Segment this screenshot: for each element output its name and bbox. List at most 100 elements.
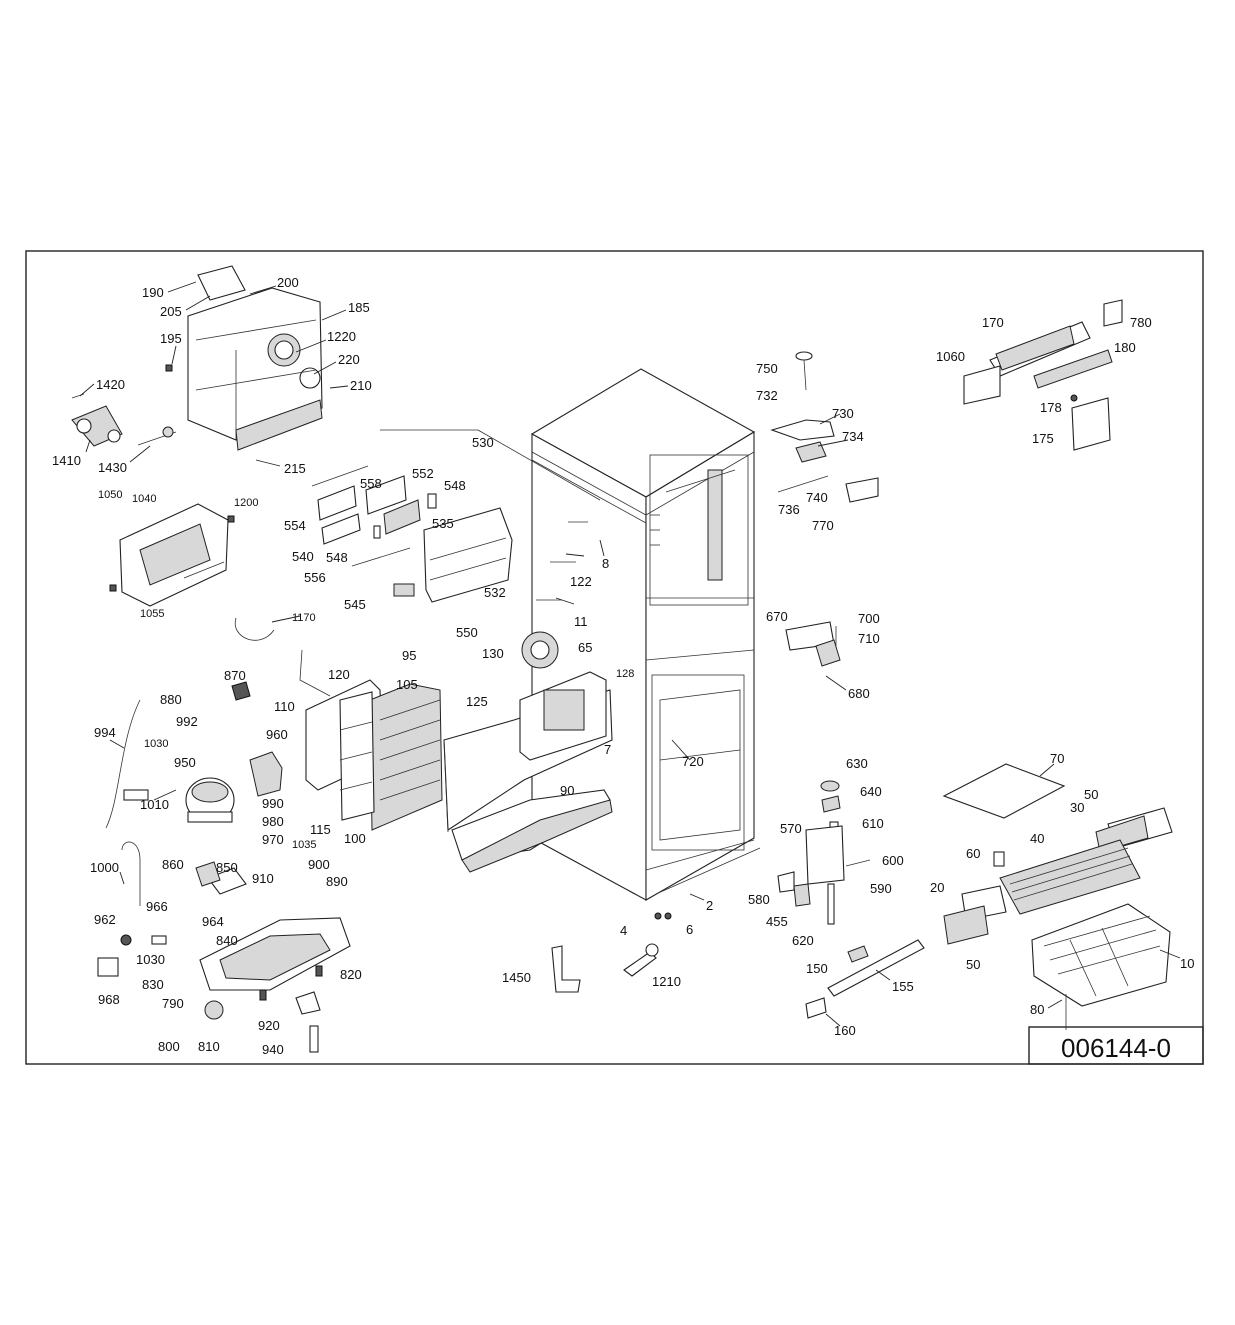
part-label: 740 — [806, 490, 828, 505]
drain-heater — [97, 841, 141, 977]
part-label: 554 — [284, 518, 306, 533]
part-label: 556 — [304, 570, 326, 585]
part-label: 558 — [360, 476, 382, 491]
part-label: 750 — [756, 361, 778, 376]
part-label: 1000 — [90, 860, 119, 875]
tools — [551, 847, 761, 993]
bottom-hinge-assembly — [777, 780, 871, 925]
part-label: 810 — [198, 1039, 220, 1054]
part-label: 570 — [780, 821, 802, 836]
part-label: 700 — [858, 611, 880, 626]
part-label: 830 — [142, 977, 164, 992]
part-label: 150 — [806, 961, 828, 976]
part-label: 1035 — [292, 839, 316, 851]
part-label: 800 — [158, 1039, 180, 1054]
part-label: 640 — [860, 784, 882, 799]
base-tray-assembly — [151, 861, 351, 1053]
part-label: 670 — [766, 609, 788, 624]
part-label: 125 — [466, 694, 488, 709]
part-label: 550 — [456, 625, 478, 640]
part-label: 966 — [146, 899, 168, 914]
part-label: 95 — [402, 648, 416, 663]
drawing-number-box — [1028, 1026, 1204, 1065]
compressor-assembly — [105, 681, 283, 829]
rear-cover-plate — [109, 503, 235, 607]
part-label: 11 — [574, 614, 588, 629]
part-label: 215 — [284, 461, 306, 476]
part-label: 552 — [412, 466, 434, 481]
part-label: 105 — [396, 677, 418, 692]
part-label: 990 — [262, 796, 284, 811]
part-label: 890 — [326, 874, 348, 889]
part-label: 770 — [812, 518, 834, 533]
part-label: 210 — [350, 378, 372, 393]
part-label: 120 — [328, 667, 350, 682]
part-label: 200 — [277, 275, 299, 290]
part-label: 100 — [344, 831, 366, 846]
part-label: 80 — [1030, 1002, 1044, 1017]
part-label: 1450 — [502, 970, 531, 985]
part-label: 50 — [1084, 787, 1098, 802]
part-label: 860 — [162, 857, 184, 872]
part-label: 175 — [1032, 431, 1054, 446]
part-label: 710 — [858, 631, 880, 646]
part-label: 4 — [620, 923, 627, 938]
part-label: 600 — [882, 853, 904, 868]
part-label: 122 — [570, 574, 592, 589]
part-label: 732 — [756, 388, 778, 403]
part-label: 180 — [1114, 340, 1136, 355]
part-label: 1050 — [98, 489, 122, 501]
part-label: 548 — [444, 478, 466, 493]
part-label: 115 — [310, 822, 331, 837]
part-label: 1030 — [144, 738, 168, 750]
part-label: 900 — [308, 857, 330, 872]
part-label: 870 — [224, 668, 246, 683]
part-label: 790 — [162, 996, 184, 1011]
part-label: 70 — [1050, 751, 1064, 766]
part-label: 610 — [862, 816, 884, 831]
part-label: 1410 — [52, 453, 81, 468]
refrigerator-cabinet — [530, 368, 756, 901]
part-label: 940 — [262, 1042, 284, 1057]
part-label: 980 — [262, 814, 284, 829]
part-label: 90 — [560, 783, 574, 798]
part-label: 1030 — [136, 952, 165, 967]
crisper-drawer-assembly — [942, 763, 1173, 1030]
part-label: 1060 — [936, 349, 965, 364]
middle-hinge-assembly — [785, 621, 841, 667]
part-label: 205 — [160, 304, 182, 319]
kick-plate — [805, 939, 925, 1019]
shelf-accessories — [963, 299, 1123, 451]
part-labels: 190 205 200 185 195 1220 220 210 1420 14… — [52, 275, 1194, 1057]
part-label: 736 — [778, 502, 800, 517]
valve-assembly — [71, 393, 177, 447]
part-label: 155 — [892, 979, 914, 994]
part-label: 1420 — [96, 377, 125, 392]
part-label: 1220 — [327, 329, 356, 344]
air-duct-parts — [311, 429, 601, 603]
part-label: 65 — [578, 640, 592, 655]
part-label: 630 — [846, 756, 868, 771]
part-label: 1430 — [98, 460, 127, 475]
part-label: 734 — [842, 429, 864, 444]
part-label: 195 — [160, 331, 182, 346]
part-label: 530 — [472, 435, 494, 450]
part-label: 850 — [216, 860, 238, 875]
part-label: 7 — [604, 742, 611, 757]
part-label: 1200 — [234, 497, 258, 509]
drawing-number: 006144-0 — [1061, 1033, 1171, 1063]
part-label: 1010 — [140, 797, 169, 812]
part-label: 820 — [340, 967, 362, 982]
part-label: 730 — [832, 406, 854, 421]
part-label: 50 — [966, 957, 980, 972]
part-label: 880 — [160, 692, 182, 707]
part-label: 455 — [766, 914, 788, 929]
leader-lines — [79, 281, 1181, 1027]
evaporator-assembly — [234, 617, 443, 831]
part-label: 962 — [94, 912, 116, 927]
part-label: 548 — [326, 550, 348, 565]
part-label: 1170 — [292, 612, 316, 624]
part-label: 590 — [870, 881, 892, 896]
part-label: 960 — [266, 727, 288, 742]
part-label: 545 — [344, 597, 366, 612]
